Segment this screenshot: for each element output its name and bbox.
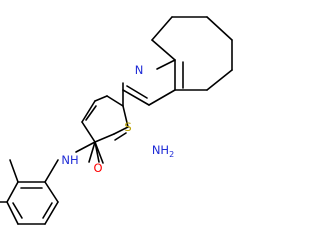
bond <box>156 59 176 70</box>
bond <box>44 181 59 203</box>
bond <box>113 126 129 135</box>
molecule-canvas: N S NH O NH2 <box>0 16 233 225</box>
bond <box>151 16 173 41</box>
bond <box>94 95 108 102</box>
atom-label-nh2: NH2 <box>152 143 174 159</box>
bond <box>42 202 53 219</box>
atom-label-o: O <box>93 161 102 175</box>
bond <box>206 16 233 41</box>
bond <box>12 202 23 219</box>
bond <box>126 85 148 99</box>
bond <box>6 201 19 225</box>
bond <box>148 89 176 106</box>
bond <box>114 132 127 141</box>
bond <box>9 159 19 183</box>
bond <box>88 141 96 163</box>
bond <box>85 105 97 121</box>
bond <box>75 141 96 153</box>
atom-label-n: N <box>135 63 144 77</box>
bond <box>122 89 150 106</box>
atom-label-nh2-main: NH <box>152 143 169 157</box>
atom-label-nh: NH <box>61 153 78 167</box>
bond <box>94 133 115 143</box>
bond <box>206 69 233 91</box>
bond <box>81 121 96 143</box>
bond <box>44 159 59 183</box>
bond <box>94 141 104 164</box>
bond <box>122 105 129 128</box>
bond <box>81 100 96 123</box>
bond <box>151 39 176 61</box>
structure-diagram: N S NH O NH2 <box>0 16 233 225</box>
bond <box>6 181 19 203</box>
atom-label-nh2-sub: 2 <box>169 150 174 159</box>
bond <box>44 201 59 225</box>
atom-label-s: S <box>124 120 131 134</box>
bond <box>106 95 124 107</box>
